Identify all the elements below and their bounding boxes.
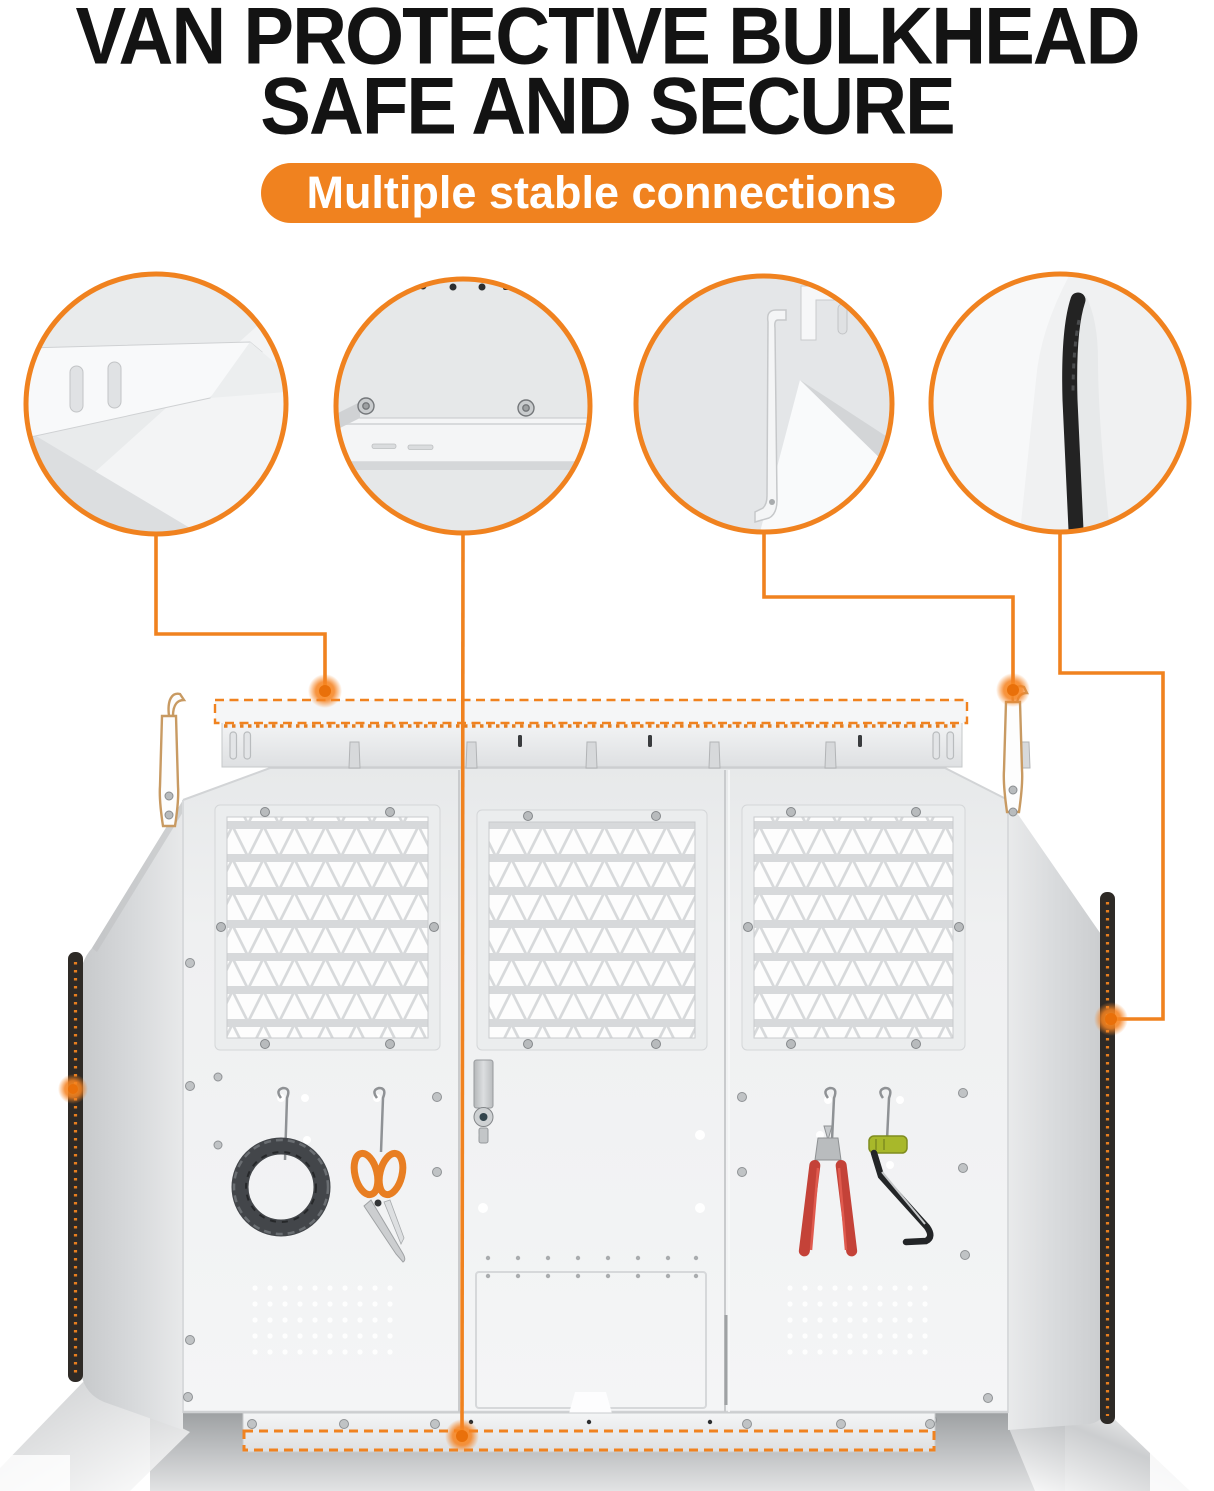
callout-hook-hanger-bracket — [633, 273, 895, 535]
left-hanger-strap — [158, 692, 187, 828]
page-title: VAN PROTECTIVE BULKHEAD SAFE AND SECURE — [0, 0, 1214, 152]
panel-rivets — [183, 958, 993, 1425]
title-line-1: VAN PROTECTIVE BULKHEAD — [75, 0, 1140, 82]
handle-cutout — [568, 1392, 613, 1417]
window-screws — [216, 807, 964, 1049]
bottom-rail-dashed-outline — [242, 1429, 936, 1452]
right-wing-panel — [1008, 800, 1115, 1430]
door-lock — [473, 1059, 494, 1144]
scissors-on-hook — [350, 1086, 407, 1263]
leader-line-3 — [762, 532, 1015, 686]
callout-top-rail-bolts — [333, 276, 593, 536]
mesh-window-left — [214, 804, 441, 1051]
callout-rubber-edge-trim — [928, 271, 1192, 535]
leader-line-2 — [460, 532, 465, 1435]
pliers-on-hook — [798, 1086, 858, 1257]
connection-glow-dots — [58, 673, 1128, 1453]
title-line-2: SAFE AND SECURE — [260, 61, 955, 152]
mesh-window-right — [741, 804, 966, 1051]
subtitle-banner: Multiple stable connections — [261, 163, 942, 223]
bottom-mounting-rail — [242, 1392, 936, 1453]
left-edge-trim — [68, 952, 83, 1382]
callout-side-bracket-slots — [23, 271, 289, 537]
mesh-window-center — [476, 809, 708, 1051]
rail-dashed-outline — [213, 698, 969, 725]
hacksaw-on-hook — [868, 1086, 934, 1246]
edge-trim-strip — [1062, 292, 1086, 532]
perforation-grid-right — [787, 1285, 928, 1355]
left-wing-panel — [68, 800, 183, 1430]
callout-leader-lines — [58, 532, 1165, 1453]
wire-coil-on-hook — [231, 1086, 331, 1237]
leader-line-1 — [154, 534, 327, 688]
leader-line-4 — [1058, 532, 1165, 1021]
banner-label: Multiple stable connections — [306, 167, 897, 218]
top-mounting-rail — [213, 698, 1031, 769]
perforation-grid-left — [252, 1285, 393, 1355]
